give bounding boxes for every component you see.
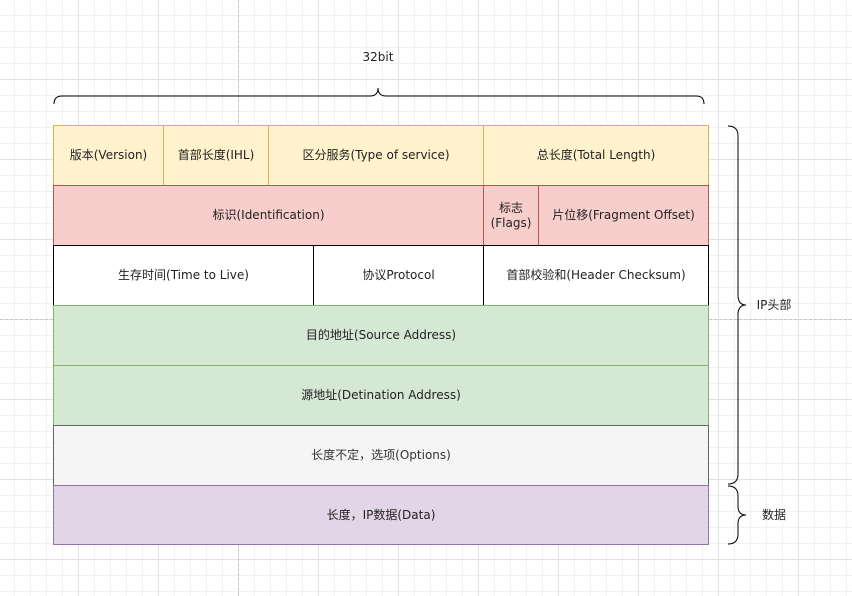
data-label: 长度，IP数据(Data): [326, 507, 436, 522]
total-length-label: 总长度(Total Length): [536, 148, 656, 162]
ip-header-label: IP头部: [756, 298, 792, 312]
options-label: 长度不定，选项(Options): [311, 448, 451, 462]
source-address-label: 目的地址(Source Address): [305, 328, 457, 342]
data-side-label: 数据: [761, 508, 786, 522]
data-field: 长度，IP数据(Data): [53, 485, 709, 545]
bit-width-label: 32bit: [362, 50, 394, 64]
options-field: 长度不定，选项(Options): [53, 425, 709, 486]
ttl-label: 生存时间(Time to Live): [118, 268, 249, 282]
ihl-label: 首部长度(IHL): [177, 148, 255, 162]
checksum-field: 首部校验和(Header Checksum): [483, 245, 709, 306]
flags-label-en: (Flags): [490, 215, 532, 230]
tos-label: 区分服务(Type of service): [302, 148, 450, 162]
version-field: 版本(Version): [53, 125, 164, 186]
protocol-label: 协议Protocol: [362, 268, 435, 282]
fragment-offset-field: 片位移(Fragment Offset): [538, 185, 709, 246]
header-brace: [727, 125, 747, 485]
source-address-field: 目的地址(Source Address): [53, 305, 709, 366]
fragment-offset-label: 片位移(Fragment Offset): [552, 208, 695, 222]
ttl-field: 生存时间(Time to Live): [53, 245, 314, 306]
data-brace: [727, 485, 747, 545]
identification-field: 标识(Identification): [53, 185, 484, 246]
flags-field: 标志 (Flags): [483, 185, 539, 246]
destination-address-label: 源地址(Detination Address): [301, 388, 461, 402]
version-label: 版本(Version): [69, 148, 148, 162]
protocol-field: 协议Protocol: [313, 245, 484, 306]
tos-field: 区分服务(Type of service): [268, 125, 484, 186]
flags-label-cn: 标志: [498, 200, 523, 215]
ihl-field: 首部长度(IHL): [163, 125, 269, 186]
total-length-field: 总长度(Total Length): [483, 125, 709, 186]
destination-address-field: 源地址(Detination Address): [53, 365, 709, 426]
identification-label: 标识(Identification): [212, 208, 325, 222]
checksum-label: 首部校验和(Header Checksum): [506, 268, 686, 282]
